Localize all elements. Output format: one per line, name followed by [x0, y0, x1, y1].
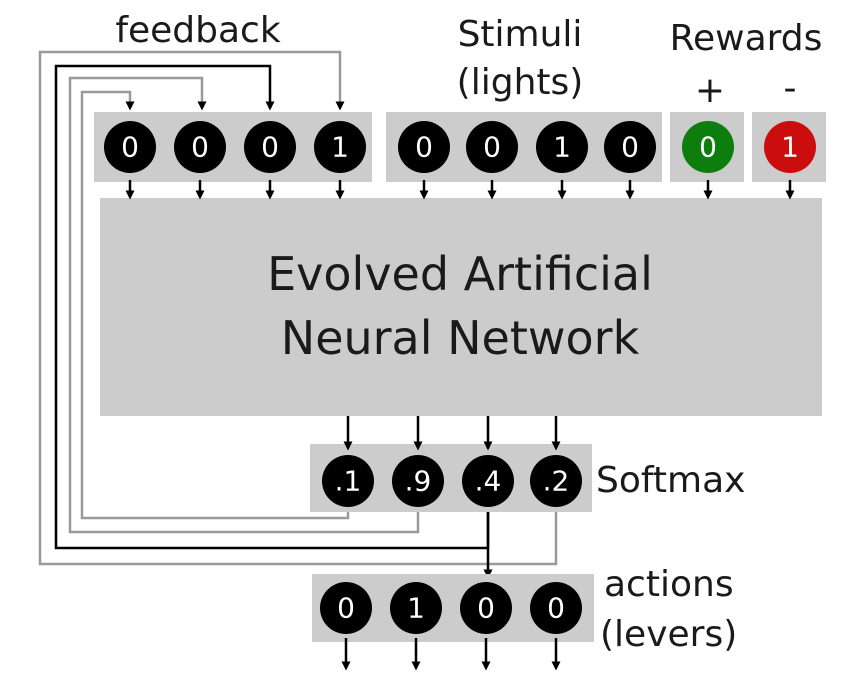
stimulus-node-value: 1 [553, 131, 571, 164]
softmax-node-value: .1 [335, 465, 362, 498]
action-node: 0 [530, 582, 582, 634]
stimulus-node: 0 [466, 121, 518, 173]
action-node-value: 1 [407, 592, 425, 625]
actions-sublabel: (levers) [600, 614, 737, 655]
output-arrows [343, 416, 561, 451]
feedback-node-value: 0 [191, 131, 209, 164]
feedback-label: feedback [115, 10, 281, 51]
action-node: 1 [390, 582, 442, 634]
stimuli-sublabel: (lights) [457, 62, 584, 103]
feedback-node: 1 [314, 121, 366, 173]
softmax-node-value: .2 [543, 465, 570, 498]
softmax-node: .2 [530, 455, 582, 507]
feedback-node-value: 0 [121, 131, 139, 164]
reward-negative-value: 1 [781, 131, 799, 164]
action-out-arrows [341, 638, 561, 671]
softmax-nodes: .1 .9 .4 .2 [322, 455, 582, 507]
reward-positive-node: 0 [682, 121, 734, 173]
action-node-value: 0 [337, 592, 355, 625]
reward-negative-node: 1 [764, 121, 816, 173]
input-arrows [125, 180, 795, 200]
actions-label: actions [604, 564, 734, 605]
stimuli-label: Stimuli [458, 14, 583, 55]
panels [94, 112, 826, 642]
rewards-label: Rewards [670, 18, 823, 59]
network-subtitle: Neural Network [281, 311, 640, 365]
reward-plus-label: + [695, 70, 725, 111]
action-nodes: 0 1 0 0 [320, 582, 582, 634]
feedback-node-value: 0 [261, 131, 279, 164]
reward-minus-label: - [784, 68, 797, 109]
action-node: 0 [320, 582, 372, 634]
stimulus-node: 0 [604, 121, 656, 173]
stimulus-node-value: 0 [415, 131, 433, 164]
network-title: Evolved Artificial [267, 247, 653, 301]
softmax-node-value: .4 [475, 465, 502, 498]
action-node-value: 0 [477, 592, 495, 625]
neural-network-box [100, 198, 822, 416]
softmax-node: .9 [392, 455, 444, 507]
feedback-wire-1 [80, 90, 350, 520]
stimulus-node-value: 0 [621, 131, 639, 164]
feedback-wires [38, 50, 558, 579]
feedback-node-value: 1 [331, 131, 349, 164]
softmax-node: .4 [462, 455, 514, 507]
action-node-value: 0 [547, 592, 565, 625]
feedback-wire-2 [68, 76, 420, 534]
action-node: 0 [460, 582, 512, 634]
feedback-wire-4 [38, 50, 558, 566]
feedback-node: 0 [104, 121, 156, 173]
stimulus-node: 1 [536, 121, 588, 173]
reward-positive-value: 0 [699, 131, 717, 164]
softmax-node-value: .9 [405, 465, 432, 498]
softmax-node: .1 [322, 455, 374, 507]
feedback-node: 0 [174, 121, 226, 173]
softmax-label: Softmax [596, 460, 745, 501]
labels: feedback Stimuli (lights) Rewards + - Ev… [115, 10, 822, 655]
stimulus-node: 0 [398, 121, 450, 173]
feedback-nodes: 0 0 0 1 [104, 121, 366, 173]
feedback-node: 0 [244, 121, 296, 173]
stimuli-nodes: 0 0 1 0 [398, 121, 656, 173]
stimulus-node-value: 0 [483, 131, 501, 164]
